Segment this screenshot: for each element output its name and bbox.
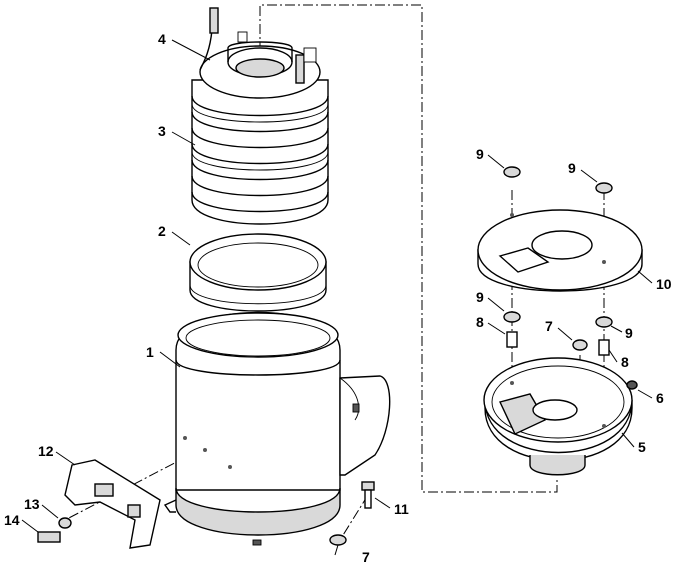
leader-lines	[21, 39, 653, 556]
callout-9-top-left: 9	[476, 146, 484, 162]
callout-12: 12	[38, 443, 54, 459]
callout-7-housing: 7	[362, 549, 370, 565]
callout-14: 14	[4, 512, 20, 528]
callout-9-mid-left: 9	[476, 289, 484, 305]
callout-4: 4	[158, 31, 166, 47]
callout-2: 2	[158, 223, 166, 239]
main-housing	[163, 311, 391, 546]
callout-7-pan: 7	[545, 318, 553, 334]
callout-3: 3	[158, 123, 166, 139]
callout-8-left: 8	[476, 314, 484, 330]
screw-and-nut	[329, 481, 375, 546]
callout-10: 10	[656, 276, 672, 292]
callout-labels: 4 3 2 1 5 6 7 8 8 9 9 9 9 10 11 7 12 13 …	[4, 31, 672, 565]
nuts-and-spacers	[503, 166, 638, 390]
mounting-bracket	[37, 459, 161, 549]
top-fitting	[199, 7, 321, 99]
callout-6: 6	[656, 390, 664, 406]
bottom-pan	[483, 357, 633, 476]
filter-ring	[189, 233, 327, 312]
callout-9-mid-right: 9	[625, 325, 633, 341]
callout-11: 11	[394, 501, 409, 517]
callout-9-top-right: 9	[568, 160, 576, 176]
callout-8-right: 8	[621, 354, 629, 370]
cover-lid	[477, 209, 643, 292]
callout-13: 13	[24, 496, 40, 512]
filter-element	[191, 79, 329, 225]
callout-5: 5	[638, 439, 646, 455]
callout-1: 1	[146, 344, 154, 360]
